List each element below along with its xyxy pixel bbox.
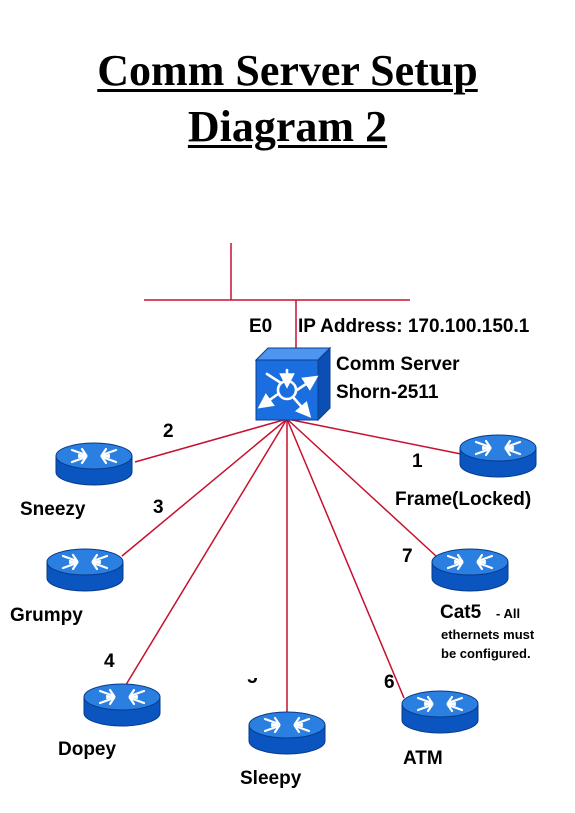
page-title-line2: Diagram 2: [187, 102, 388, 151]
router-icon: [82, 682, 162, 728]
router-cat5[interactable]: [430, 547, 510, 593]
router-icon: [430, 547, 510, 593]
router-frame[interactable]: [458, 433, 538, 479]
cat5-note-line2: ethernets must: [441, 627, 535, 642]
link-frame: [286, 418, 462, 455]
comm-server-icon: [257, 368, 319, 418]
comm-server[interactable]: [254, 346, 332, 422]
link-sneezy: [134, 418, 288, 463]
cat5-note-line1: - All: [496, 606, 520, 621]
port-label-2: 2: [163, 421, 174, 442]
router-name-grumpy: Grumpy: [10, 605, 83, 626]
comm-server-name: Comm Server: [336, 354, 460, 375]
port-label-3: 3: [153, 497, 164, 518]
router-name-atm: ATM: [403, 748, 443, 769]
comm-server-model: Shorn-2511: [336, 382, 439, 403]
router-dopey[interactable]: [82, 682, 162, 728]
router-name-sneezy: Sneezy: [20, 499, 86, 520]
port-label-1: 1: [412, 451, 423, 472]
ip-address-label: IP Address: 170.100.150.1: [298, 316, 530, 337]
cat5-note-line3: be configured.: [441, 646, 531, 661]
router-icon: [45, 547, 125, 593]
link-atm: [286, 418, 405, 699]
router-atm[interactable]: [400, 689, 480, 735]
router-grumpy[interactable]: [45, 547, 125, 593]
router-sleepy[interactable]: [247, 710, 327, 756]
router-icon: [247, 710, 327, 756]
port-label-4: 4: [104, 651, 115, 672]
link-cat5: [286, 418, 437, 557]
router-icon: [458, 433, 538, 479]
serial-links: [121, 418, 462, 718]
page-title-line1: Comm Server Setup: [97, 46, 478, 95]
interface-label: E0: [249, 316, 272, 337]
router-icon: [54, 441, 134, 487]
router-name-cat5: Cat5: [440, 602, 482, 623]
port-label-7: 7: [402, 546, 413, 567]
router-name-frame: Frame(Locked): [395, 489, 531, 510]
link-grumpy: [121, 418, 288, 557]
router-icon: [400, 689, 480, 735]
router-name-sleepy: Sleepy: [240, 768, 302, 789]
port-label-6: 6: [384, 672, 395, 693]
router-name-dopey: Dopey: [58, 739, 117, 760]
port-label-5-mask: [240, 664, 270, 678]
link-dopey: [123, 418, 288, 689]
router-sneezy[interactable]: [54, 441, 134, 487]
